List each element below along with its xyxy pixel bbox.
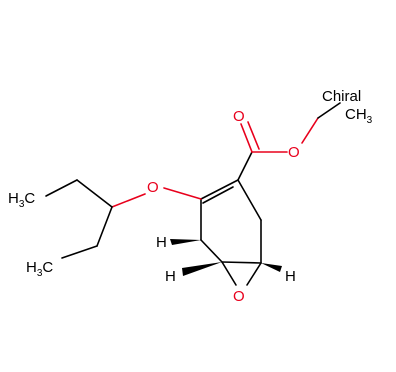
bond-c3-c4	[200, 239, 223, 263]
bond-c4-c5	[221, 261, 262, 264]
bond-ether-o-ch	[111, 193, 146, 208]
wedge-bond-h1	[170, 239, 201, 245]
ester-oxygen: O	[288, 144, 300, 161]
stereo-h-3: H	[285, 268, 296, 285]
bond-c4-o-epoxide	[221, 261, 237, 286]
chirality-label: Chiral	[322, 88, 361, 105]
bond-carbonyl-double-1	[240, 123, 253, 153]
ether-oxygen: O	[147, 179, 159, 196]
methyl-top: CH3	[345, 106, 373, 126]
wedge-bond-h2	[182, 262, 222, 276]
bond-c1-carbonyl-c	[237, 151, 253, 181]
stereo-h-1: H	[156, 234, 167, 251]
epoxide-oxygen: O	[233, 288, 245, 305]
bond-c1-c6	[237, 179, 262, 221]
bond-c5-o-epoxide	[246, 262, 262, 286]
bond-ch2-ch3	[317, 102, 341, 119]
stereo-h-2: H	[165, 268, 176, 285]
methyl-left-upper: H3C	[8, 190, 35, 210]
bond-ch-ch2-upper	[76, 179, 113, 208]
bond-ch-ch2-lower	[96, 206, 113, 247]
bond-ch2-ch3-upper	[45, 179, 78, 197]
bond-ester-o-ch2	[301, 117, 319, 144]
wedge-bond-h3	[261, 263, 282, 272]
bond-ch2-ch3-lower	[61, 245, 98, 259]
bond-c2-ether-o	[163, 187, 202, 200]
carbonyl-oxygen: O	[233, 108, 245, 125]
methyl-left-lower: H3C	[26, 259, 53, 279]
bond-c1-c2-double-inner	[202, 186, 234, 204]
bond-c1-c2-double	[200, 179, 239, 200]
bond-carbonyl-double-2	[247, 121, 260, 150]
